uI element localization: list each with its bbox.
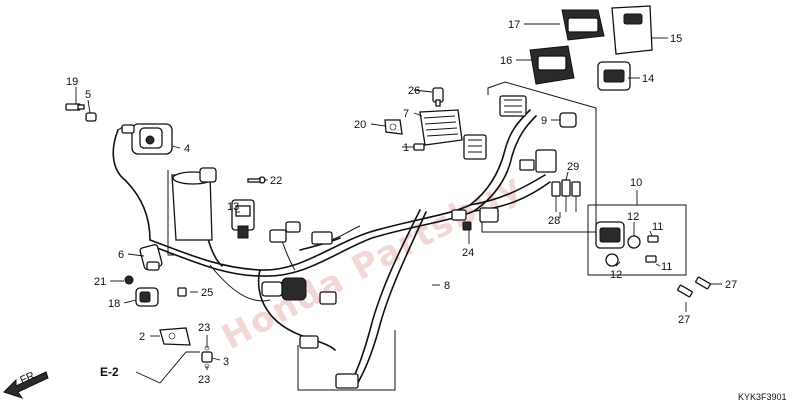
- part-27-bolts: [677, 276, 711, 298]
- part-18-sensor: [135, 287, 159, 307]
- diagram-code: KYK3F3901: [738, 392, 787, 402]
- part-4-unit: [121, 123, 173, 155]
- callout-17: 17: [508, 19, 520, 31]
- part-28-29-fuses: [551, 179, 581, 212]
- callout-27a: 27: [725, 279, 737, 291]
- part-1-clip: [413, 143, 425, 151]
- part-3-clamp: [201, 345, 213, 369]
- callout-26: 26: [408, 85, 420, 97]
- callout-23b: 23: [198, 374, 210, 386]
- part-21-bolt: [124, 275, 134, 285]
- callout-5: 5: [85, 89, 91, 101]
- part-10-relay-assembly: [587, 190, 687, 276]
- main-wire-harness: [149, 109, 551, 387]
- leader-lines: [75, 23, 722, 384]
- part-8-branch-connectors: [299, 335, 359, 389]
- callout-13: 13: [227, 201, 239, 213]
- callout-10: 10: [630, 177, 642, 189]
- callout-12a: 12: [627, 211, 639, 223]
- callout-1: 1: [403, 142, 409, 154]
- callout-11b: 11: [661, 261, 672, 273]
- callout-23a: 23: [198, 322, 210, 334]
- reference-label: E-2: [100, 365, 119, 379]
- callout-18: 18: [108, 298, 120, 310]
- callout-20: 20: [354, 119, 366, 131]
- callout-22: 22: [270, 175, 282, 187]
- callout-9: 9: [541, 115, 547, 127]
- callout-24: 24: [462, 247, 474, 259]
- part-6-connector: [139, 244, 163, 271]
- part-24-bolt: [462, 221, 472, 231]
- callout-4: 4: [184, 143, 190, 155]
- harness-connectors-right: [451, 95, 557, 223]
- part-7-cover: [419, 109, 463, 146]
- part-2-bracket: [159, 327, 191, 346]
- callout-12b: 12: [610, 269, 622, 281]
- part-26-bolt: [432, 87, 444, 107]
- part-5-washer: [85, 112, 97, 122]
- part-22-screw: [247, 176, 266, 184]
- callout-14: 14: [642, 73, 654, 85]
- callout-6: 6: [118, 249, 124, 261]
- part-16-relay: [529, 45, 575, 85]
- callout-28: 28: [548, 215, 560, 227]
- part-19-bolt: [65, 103, 85, 111]
- center-connectors: [261, 221, 337, 305]
- front-direction-arrow: [3, 371, 49, 399]
- part-15-relay-cover: [611, 5, 653, 55]
- callout-8: 8: [444, 280, 450, 292]
- part-25-screw: [177, 287, 187, 297]
- callout-27b: 27: [678, 314, 690, 326]
- callout-19: 19: [66, 76, 78, 88]
- callout-2: 2: [139, 331, 145, 343]
- callout-21: 21: [94, 276, 106, 288]
- callout-3: 3: [223, 356, 229, 368]
- part-17-relay: [561, 9, 605, 41]
- callout-16: 16: [500, 55, 512, 67]
- callout-labels: FR. E-2 KYK3F3901 1 2 3 4 5 6 7 8 9 10 1…: [18, 19, 786, 402]
- harness-region-bracket: [297, 81, 597, 391]
- callout-7: 7: [403, 108, 409, 120]
- part-13-clip: [231, 199, 255, 239]
- part-14-relay: [597, 61, 631, 91]
- callout-29: 29: [567, 161, 579, 173]
- callout-15: 15: [670, 33, 682, 45]
- callout-25: 25: [201, 287, 213, 299]
- callout-11a: 11: [652, 221, 663, 233]
- protective-cover: [167, 167, 217, 256]
- part-9-clip: [559, 112, 577, 128]
- part-20-clip: [384, 119, 403, 135]
